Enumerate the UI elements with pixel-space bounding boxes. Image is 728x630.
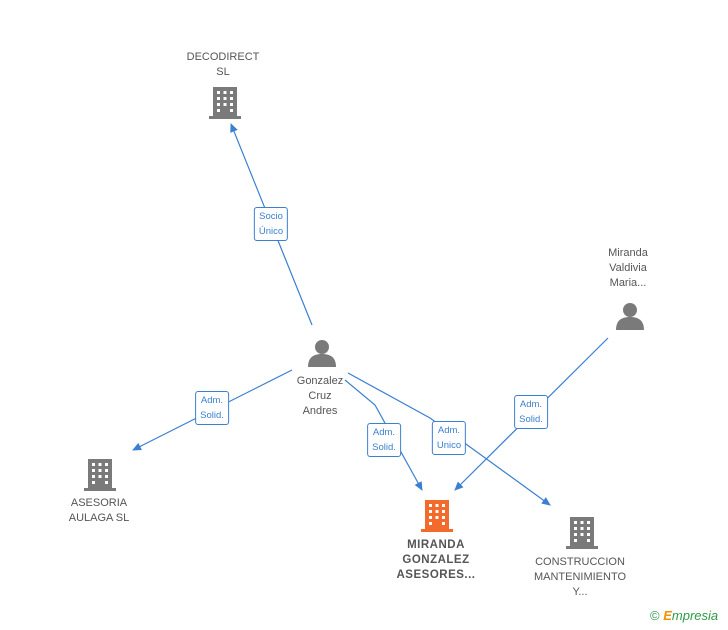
brand-initial: E [663, 608, 672, 623]
person-icon[interactable] [615, 301, 645, 331]
edge-label-adm-solid-valdivia[interactable]: Adm. Solid. [514, 395, 548, 429]
empresia-logo: © Empresia [650, 608, 718, 623]
edge-label-adm-solid-asesoria[interactable]: Adm. Solid. [195, 391, 229, 425]
edge-label-adm-solid-miranda[interactable]: Adm. Solid. [367, 423, 401, 457]
building-icon[interactable] [84, 457, 116, 492]
node-label-asesoria-aulaga[interactable]: ASESORIA AULAGA SL [68, 497, 130, 524]
edge-gonzalez-to-construccion [347, 372, 551, 506]
copyright-symbol: © [650, 608, 660, 623]
edge-label-adm-unico-construccion[interactable]: Adm. Unico [431, 421, 467, 455]
brand-name: mpresia [671, 608, 719, 623]
node-label-construccion[interactable]: CONSTRUCCION MANTENIMIENTO Y... [533, 556, 627, 598]
edge-gonzalez-to-miranda-gonzalez [344, 379, 423, 491]
node-label-gonzalez-cruz[interactable]: Gonzalez Cruz Andres [296, 375, 344, 417]
node-label-decodirect[interactable]: DECODIRECT SL [186, 51, 260, 78]
node-label-miranda-valdivia[interactable]: Miranda Valdivia Maria... [608, 247, 648, 289]
building-icon[interactable] [209, 85, 241, 120]
edge-label-socio-unico[interactable]: Socio Único [253, 207, 289, 241]
person-icon[interactable] [307, 338, 337, 368]
building-icon[interactable] [421, 498, 453, 533]
node-label-miranda-gonzalez[interactable]: MIRANDA GONZALEZ ASESORES... [396, 539, 476, 581]
building-icon[interactable] [566, 515, 598, 550]
